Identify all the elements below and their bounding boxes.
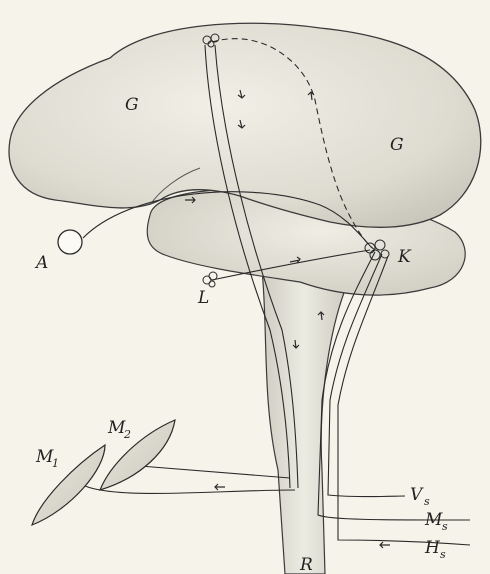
spinal-cord — [262, 270, 345, 574]
label-m2: M 2 — [107, 418, 131, 441]
label-hs: H s — [424, 538, 446, 561]
label-vs: V s — [410, 485, 430, 508]
ganglion-a — [58, 230, 82, 254]
svg-text:2: 2 — [123, 428, 131, 441]
svg-text:1: 1 — [52, 457, 59, 470]
svg-text:s: s — [424, 495, 430, 508]
label-m1: M 1 — [35, 447, 59, 470]
label-g-right: G — [390, 135, 404, 155]
label-ms: M s — [424, 510, 448, 533]
svg-text:H: H — [424, 538, 441, 558]
svg-text:V: V — [410, 485, 424, 505]
label-l: L — [197, 288, 209, 308]
label-a: A — [34, 253, 48, 273]
svg-text:M: M — [424, 510, 443, 530]
svg-text:s: s — [442, 520, 448, 533]
label-g-left: G — [125, 95, 139, 115]
svg-text:s: s — [440, 548, 446, 561]
ganglion-l — [203, 272, 217, 287]
label-k: K — [397, 247, 412, 267]
label-r: R — [299, 555, 313, 574]
